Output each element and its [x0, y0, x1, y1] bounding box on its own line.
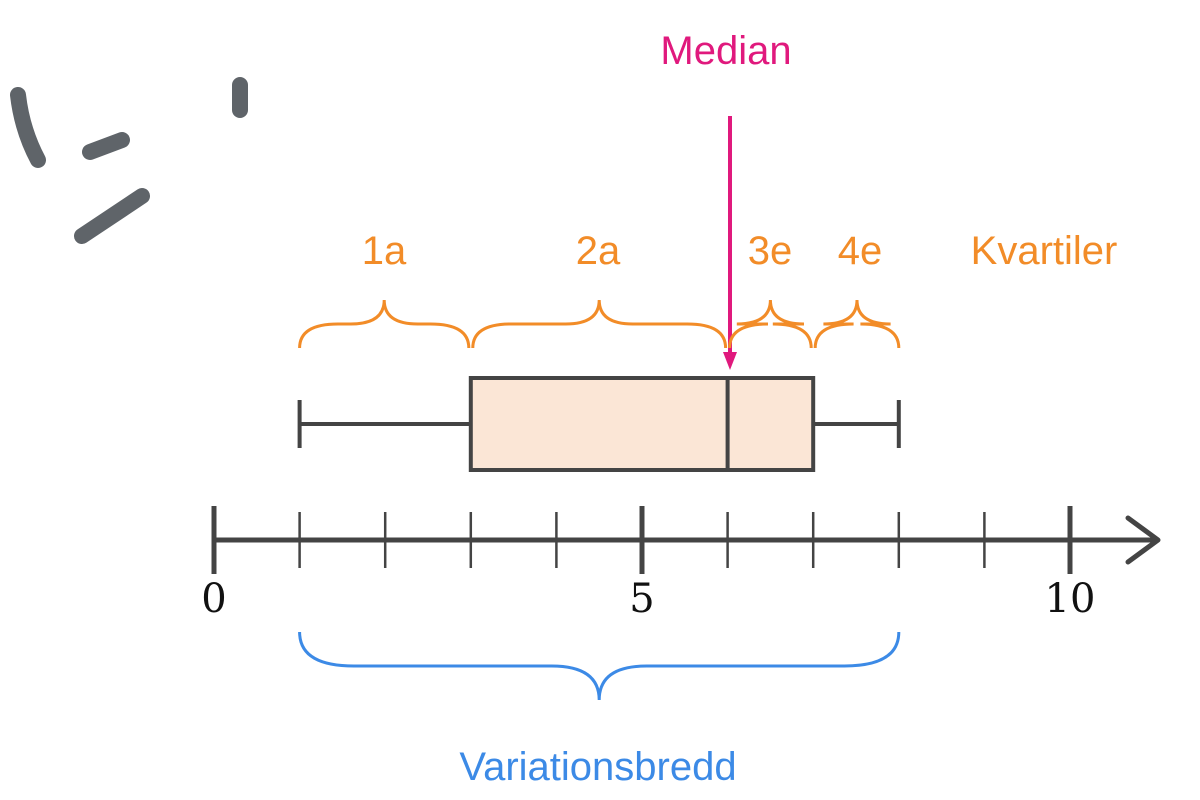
range-brace-path [298, 631, 901, 701]
median-arrow-head [723, 352, 737, 370]
boxplot [297, 376, 901, 472]
axis-tick-label-10: 10 [1045, 576, 1096, 622]
quartiles-heading: Kvartiler [971, 229, 1118, 273]
quartile-brace-1 [298, 299, 471, 349]
scribble-stroke [10, 87, 46, 168]
scribble-stroke [82, 132, 130, 160]
median-label: Median [660, 29, 791, 73]
quartile-label-3: 3e [748, 229, 793, 273]
scribble-marks [10, 77, 248, 244]
quartile-label-2: 2a [576, 229, 621, 273]
quartile-label-1: 1a [362, 229, 407, 273]
iqr-box [468, 376, 816, 472]
number-line [211, 506, 1161, 574]
axis-arrow-head [1125, 515, 1161, 565]
quartile-braces [298, 299, 901, 349]
quartile-label-4: 4e [838, 229, 883, 273]
range-label: Variationsbredd [459, 745, 736, 789]
axis-tick-label-0: 0 [201, 576, 226, 622]
quartile-brace-4 [813, 299, 901, 349]
scribble-stroke [74, 188, 150, 244]
range-brace [298, 631, 901, 701]
quartile-brace-2 [471, 299, 728, 349]
axis-tick-label-5: 5 [629, 576, 654, 622]
quartile-brace-3 [728, 299, 813, 349]
